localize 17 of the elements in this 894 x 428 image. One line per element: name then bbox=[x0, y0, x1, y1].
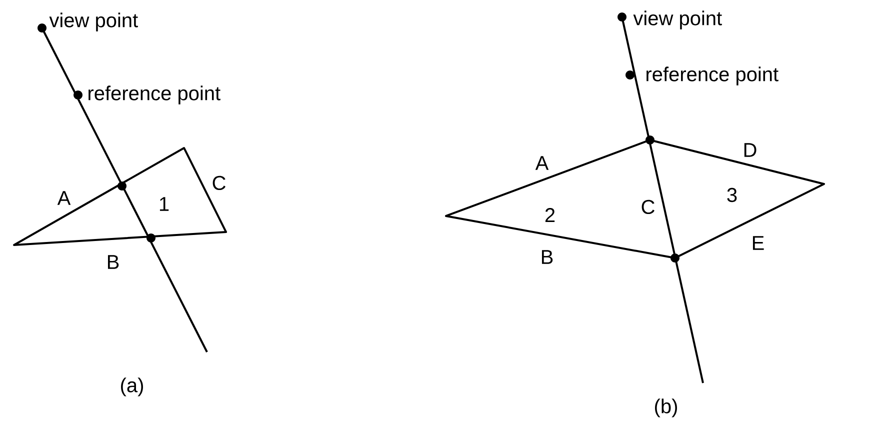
region-number: 2 bbox=[545, 208, 555, 222]
edge-letter: B bbox=[108, 255, 119, 269]
edge-letter: D bbox=[744, 143, 756, 157]
panel-label: (b) bbox=[655, 398, 677, 418]
region-number: 1 bbox=[160, 197, 169, 211]
point-label: reference point bbox=[88, 86, 220, 104]
point-label: view point bbox=[49, 12, 138, 32]
edge-letter: A bbox=[535, 156, 549, 170]
edge-letter: C bbox=[642, 200, 654, 214]
edge-letter: E bbox=[752, 236, 764, 250]
point-label: view point bbox=[633, 10, 722, 30]
edge-letter: C bbox=[212, 176, 226, 190]
point-label: reference point bbox=[646, 66, 778, 86]
edge-letter: B bbox=[542, 250, 553, 264]
region-number: 3 bbox=[727, 188, 737, 202]
panel-label: (a) bbox=[121, 378, 143, 396]
edge-letter: A bbox=[57, 191, 71, 205]
